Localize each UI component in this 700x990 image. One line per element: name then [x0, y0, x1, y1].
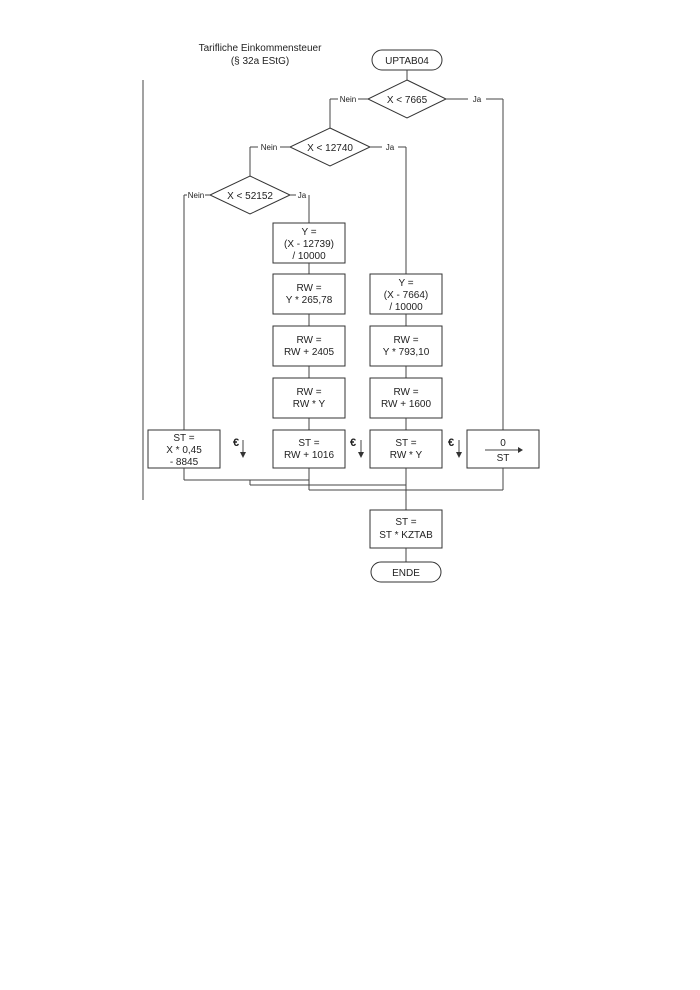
box-rw-right-2-line1: RW =: [393, 387, 418, 398]
box-rw-right-1: [369, 325, 443, 367]
box-rw-right-1-line1: RW =: [393, 335, 418, 346]
box-final-line2: ST * KZTAB: [379, 530, 433, 541]
euro-icon-left: €: [233, 437, 239, 449]
box-rw-right-2-line2: RW + 1600: [381, 399, 432, 410]
box-st-left-line2: X * 0,45: [166, 445, 202, 456]
decision-x-lt-12740: [288, 127, 372, 167]
box-y-middle-line1: Y =: [301, 227, 316, 238]
decision-3-yes: Ja: [298, 191, 307, 200]
euro-icon-right: €: [448, 437, 454, 449]
box-st-middle: [272, 429, 346, 469]
box-y-right-line3: / 10000: [389, 302, 423, 313]
euro-icon-middle: €: [350, 437, 356, 449]
box-rw-middle-3-line1: RW =: [296, 387, 321, 398]
decision-x-lt-52152: [208, 175, 292, 215]
decision-1-no: Nein: [340, 95, 356, 104]
decision-2-label: X < 12740: [307, 143, 353, 154]
end-terminal: [370, 561, 442, 583]
decision-x-lt-7665: [366, 79, 448, 119]
box-rw-right-1-line2: Y * 793,10: [383, 347, 430, 358]
decision-2-yes: Ja: [386, 143, 395, 152]
arrow-down-icon-right: [456, 452, 462, 458]
title-line-2: (§ 32a EStG): [230, 56, 290, 67]
box-rw-middle-3: [272, 377, 346, 419]
box-st-left-line1: ST =: [173, 433, 194, 444]
box-st-right: [369, 429, 443, 469]
box-zero-bottom: ST: [497, 453, 510, 464]
decision-1-yes: Ja: [473, 95, 482, 104]
box-rw-middle-2-line2: RW + 2405: [284, 347, 335, 358]
box-st-left-line3: - 8845: [170, 457, 199, 468]
box-final-line1: ST =: [395, 517, 416, 528]
box-rw-middle-3-line2: RW * Y: [293, 399, 326, 410]
decision-2-no: Nein: [261, 143, 277, 152]
title-line-1: Tarifliche Einkommensteuer: [198, 43, 322, 54]
box-rw-middle-2-line1: RW =: [296, 335, 321, 346]
box-y-middle: [272, 222, 346, 264]
box-y-right-line1: Y =: [398, 278, 413, 289]
box-rw-middle-1-line1: RW =: [296, 283, 321, 294]
box-rw-middle-2: [272, 325, 346, 367]
decision-3-label: X < 52152: [227, 191, 273, 202]
box-st-middle-line1: ST =: [298, 438, 319, 449]
box-y-middle-line3: / 10000: [292, 251, 326, 262]
box-y-right-line2: (X - 7664): [384, 290, 428, 301]
box-zero-top: 0: [500, 438, 506, 449]
box-zero-st: [466, 429, 540, 469]
arrow-down-icon-left: [240, 452, 246, 458]
box-st-right-line2: RW * Y: [390, 450, 423, 461]
box-rw-middle-1-line2: Y * 265,78: [286, 295, 333, 306]
start-label: UPTAB04: [385, 56, 429, 67]
box-y-right: [369, 273, 443, 315]
box-st-right-line1: ST =: [395, 438, 416, 449]
box-y-middle-line2: (X - 12739): [284, 239, 334, 250]
box-rw-right-2: [369, 377, 443, 419]
box-st-middle-line2: RW + 1016: [284, 450, 335, 461]
decision-1-label: X < 7665: [387, 95, 428, 106]
end-label: ENDE: [392, 568, 420, 579]
box-st-kztab: [369, 509, 443, 549]
arrow-right-icon: [518, 447, 523, 453]
diagram-title: Tarifliche Einkommensteuer (§ 32a EStG): [170, 42, 350, 68]
arrow-down-icon-middle: [358, 452, 364, 458]
box-rw-middle-1: [272, 273, 346, 315]
decision-3-no: Nein: [188, 191, 204, 200]
